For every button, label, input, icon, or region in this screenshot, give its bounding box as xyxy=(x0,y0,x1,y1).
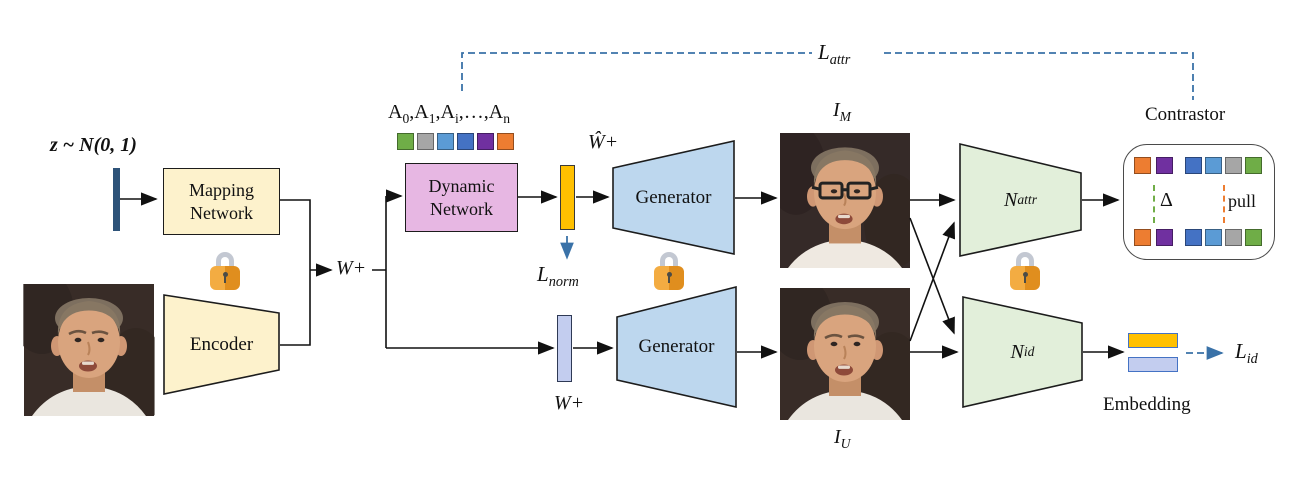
loss-attr-label: Lattr xyxy=(818,40,851,69)
contrastor-top-quad xyxy=(1185,157,1262,174)
dashed-lattr-right xyxy=(884,52,1194,100)
wire-mapping-encoder-merge xyxy=(280,199,311,346)
generator-bottom-label: Generator xyxy=(638,336,715,357)
what-latent-bar xyxy=(560,165,575,230)
embedding-bars xyxy=(1128,333,1178,372)
delta-label: Δ xyxy=(1160,189,1173,211)
loss-id-label: Lid xyxy=(1235,339,1258,368)
contrastor-box: Δ pull xyxy=(1123,144,1275,260)
wplus-mid-label: W+ xyxy=(336,257,367,279)
glasses xyxy=(811,181,879,200)
wplus-latent-bar xyxy=(557,315,572,382)
attributes-label: A0,A1,Ai,…,An xyxy=(388,101,510,126)
z-latent-bar xyxy=(113,168,120,231)
generator-bottom-box: Generator xyxy=(616,286,737,408)
mapping-network-label: Mapping Network xyxy=(189,180,254,223)
dashed-lattr-left xyxy=(461,52,812,91)
what-plus-label: Ŵ+ xyxy=(588,131,619,153)
embedding-label: Embedding xyxy=(1103,394,1191,415)
arrow-im-to-nid xyxy=(909,217,955,335)
encoder-label: Encoder xyxy=(189,333,254,355)
dynamic-network-label: Dynamic Network xyxy=(428,176,495,219)
wire-wplus-branch xyxy=(372,196,387,348)
iu-label: IU xyxy=(834,426,851,451)
lock-shackle xyxy=(216,252,234,269)
generator-top-label: Generator xyxy=(635,186,712,208)
encoder-box: Encoder xyxy=(163,294,280,395)
wplus-bottom-label: W+ xyxy=(554,392,585,414)
generated-face-iu xyxy=(780,288,910,420)
mapping-network-box: Mapping Network xyxy=(163,168,280,235)
generator-top-box: Generator xyxy=(612,140,735,255)
contrastor-bottom-quad xyxy=(1185,229,1262,246)
contrastor-title: Contrastor xyxy=(1145,104,1226,125)
im-label: IM xyxy=(833,99,851,124)
dynamic-network-box: Dynamic Network xyxy=(405,163,518,232)
lock-icon-nets xyxy=(1010,252,1040,292)
loss-norm-label: Lnorm xyxy=(537,262,579,291)
input-face-image xyxy=(23,284,155,416)
z-input-label: z ~ N(0, 1) xyxy=(50,134,137,156)
contrastor-top-pair xyxy=(1134,157,1173,174)
generated-face-im xyxy=(780,133,910,268)
contrastor-bottom-pair xyxy=(1134,229,1173,246)
lock-icon-mapping-encoder xyxy=(210,252,240,292)
lock-icon-generators xyxy=(654,252,684,292)
pull-dash-line xyxy=(1223,185,1225,223)
pull-label: pull xyxy=(1228,191,1257,211)
delta-dash-line xyxy=(1153,185,1155,223)
arrow-iu-to-nattr xyxy=(909,221,956,342)
attribute-palette-squares xyxy=(397,133,514,150)
